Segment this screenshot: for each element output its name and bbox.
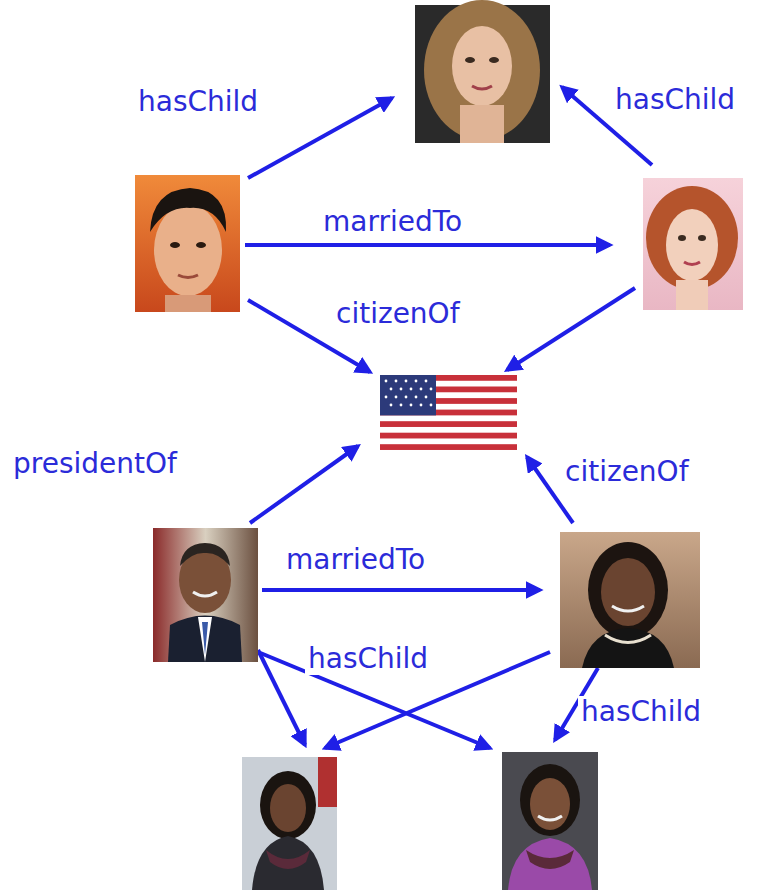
relation-label: citizenOf (562, 456, 692, 488)
portrait-photo (643, 178, 743, 310)
relation-label: hasChild (612, 84, 738, 116)
portrait-photo (242, 757, 337, 890)
relation-label: presidentOf (10, 448, 180, 480)
relation-label: marriedTo (283, 544, 428, 576)
portrait-photo (502, 752, 598, 890)
relation-label: marriedTo (320, 206, 465, 238)
portrait-photo (415, 0, 550, 143)
relation-label: hasChild (578, 696, 704, 728)
relation-label: hasChild (305, 643, 431, 675)
relation-label: citizenOf (333, 298, 463, 330)
us-flag (380, 375, 517, 450)
relation-label: hasChild (135, 86, 261, 118)
portrait-photo (153, 528, 258, 662)
portrait-photo (135, 175, 240, 312)
portrait-photo (560, 532, 700, 668)
